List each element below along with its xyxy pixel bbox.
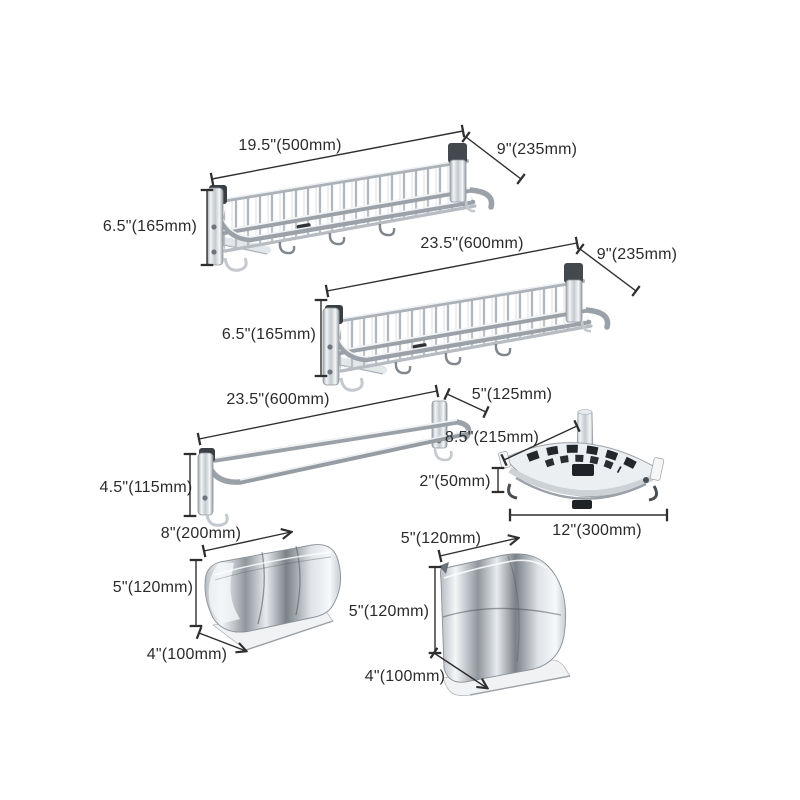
label-shelf600-height: 6.5"(165mm): [221, 326, 317, 343]
double-towel-bar-image: [197, 400, 472, 527]
dim-line-towelbar-depth: [443, 387, 490, 419]
label-paperwide-height: 5"(120mm): [112, 579, 194, 596]
label-towelbar-width: 23.5"(600mm): [226, 391, 330, 408]
label-corner-height: 2"(50mm): [419, 473, 491, 490]
dim-line-shelf600-depth: [575, 243, 641, 297]
dim-line-paperwide-depth: [199, 633, 246, 651]
label-corner-depth: 8.5"(215mm): [444, 429, 540, 446]
label-papersquare-depth: 4"(100mm): [364, 668, 446, 685]
dim-line-towelbar-width: [196, 384, 440, 446]
label-corner-width: 12"(300mm): [552, 522, 642, 539]
label-shelf500-depth: 9"(235mm): [496, 141, 578, 158]
paper-holder-square-image: [439, 553, 571, 697]
label-paperwide-width: 8"(200mm): [160, 525, 242, 542]
label-towelbar-height: 4.5"(115mm): [99, 479, 193, 496]
dim-line-papersquare-depth: [434, 653, 487, 688]
dim-line-corner-depth: [500, 419, 581, 467]
corner-basket-image: [498, 409, 665, 509]
label-towelbar-depth: 5"(125mm): [471, 386, 553, 403]
towel-shelf-600-image: [323, 263, 608, 390]
dim-line-paperwide-width: [204, 532, 291, 551]
dimension-lines: [183, 124, 669, 688]
label-papersquare-width: 5"(120mm): [400, 530, 482, 547]
dim-line-papersquare-width: [440, 538, 518, 556]
label-shelf600-depth: 9"(235mm): [596, 246, 678, 263]
paper-holder-wide-image: [204, 544, 342, 651]
label-shelf500-width: 19.5"(500mm): [238, 137, 342, 154]
label-papersquare-height: 5"(120mm): [348, 603, 430, 620]
label-shelf600-width: 23.5"(600mm): [420, 235, 524, 252]
label-paperwide-depth: 4"(100mm): [146, 646, 228, 663]
label-shelf500-height: 6.5"(165mm): [102, 218, 198, 235]
dim-line-shelf500-depth: [461, 131, 526, 185]
dim-line-shelf500-width: [209, 124, 466, 186]
dim-line-shelf600-width: [324, 236, 580, 298]
